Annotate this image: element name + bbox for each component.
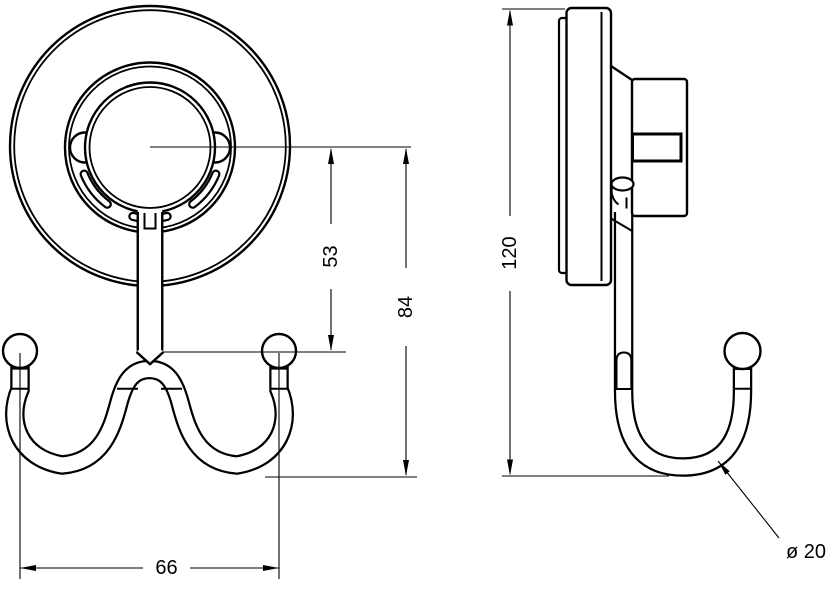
stem-body <box>137 210 163 353</box>
dimension-120: 120 <box>499 8 669 477</box>
dim120-arrow-down <box>507 459 513 476</box>
dimension-84: 84 <box>265 148 417 478</box>
dim66-arrow-left <box>20 565 36 571</box>
side-hook-body <box>616 212 750 475</box>
stem-key-notch <box>143 213 157 230</box>
hook-boss-cap <box>610 176 635 192</box>
hook-boss-side <box>610 186 620 206</box>
stem-vee-notch <box>135 351 165 366</box>
cap-bottom-chamfer <box>610 217 634 233</box>
dimension-66: 66 <box>19 353 280 579</box>
dim20-leader-arrow <box>718 461 730 475</box>
dim120-label: 120 <box>499 236 521 269</box>
stem-edges <box>136 212 164 353</box>
dim66-arrow-right <box>263 565 279 571</box>
dim53-arrow-up <box>328 148 334 164</box>
collar-slot-left <box>79 169 112 209</box>
cap-top-chamfer <box>610 65 633 81</box>
stem-sleeve-end <box>615 351 633 389</box>
collar-slot-right <box>188 169 221 209</box>
dim84-arrow-down <box>403 460 409 476</box>
dim84-arrow-up <box>403 148 409 164</box>
dim84-label: 84 <box>395 296 417 318</box>
side-hook-ball <box>723 331 762 371</box>
cap-slot <box>631 132 683 163</box>
dim20-label: ø 20 <box>786 541 826 563</box>
side-hook-outline <box>613 212 753 477</box>
side-view <box>557 6 762 477</box>
double-hook-body <box>7 351 292 473</box>
dim53-arrow-down <box>328 335 334 351</box>
dim120-arrow-up <box>507 9 513 26</box>
front-view <box>1 4 298 475</box>
dim53-label: 53 <box>320 245 342 267</box>
dimension-53: 53 <box>164 148 346 353</box>
side-neck-junction-lines <box>733 368 752 390</box>
stem-vee-patch <box>136 350 164 365</box>
dimension-diameter-20: ø 20 <box>717 460 826 563</box>
dimension-annotations: 53 84 120 66 <box>19 8 826 579</box>
dim66-label: 66 <box>155 557 177 579</box>
dim20-leader-line <box>717 460 780 539</box>
mount-plate-profile <box>565 6 613 287</box>
